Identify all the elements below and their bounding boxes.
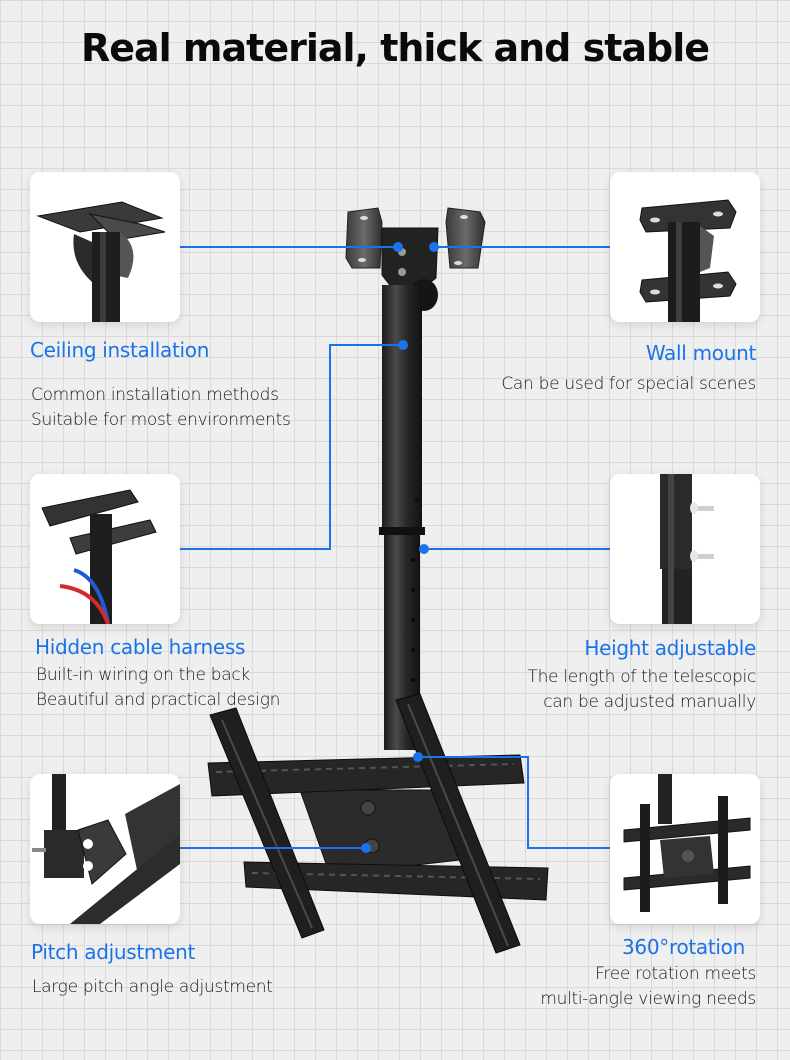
upper-pole [382,285,422,535]
feature-title-height: Height adjustable [584,636,756,660]
wall-bracket-photo [610,172,760,322]
tv-bracket [207,693,549,954]
callout-dot-wall [429,242,439,252]
feature-desc-pitch: Large pitch angle adjustment [32,975,273,1000]
callout-rotation [418,756,610,849]
callout-dot-pitch [361,843,371,853]
desc-line: Large pitch angle adjustment [32,977,273,997]
ceiling-bracket-photo [30,172,180,322]
feature-title-rotation: 360°rotation [621,935,745,959]
cable-harness-photo [30,474,180,624]
ceiling-plate-right [445,207,486,269]
desc-line: Built-in wiring on the back [36,665,250,685]
callout-lines [180,246,610,849]
callout-dots [361,242,439,853]
desc-line: Free rotation meets [595,964,756,984]
callout-cable [180,344,403,550]
desc-line: Suitable for most environments [31,410,291,430]
callout-dot-cable [398,340,408,350]
feature-desc-cable: Built-in wiring on the back Beautiful an… [36,663,280,713]
desc-line: Can be used for special scenes [501,374,756,394]
feature-desc-ceiling: Common installation methods Suitable for… [31,383,291,433]
feature-desc-rotation: Free rotation meets multi-angle viewing … [540,962,756,1012]
feature-title-ceiling: Ceiling installation [30,338,210,362]
callout-dot-rotation [413,752,423,762]
desc-line: Common installation methods [31,385,279,405]
feature-desc-height: The length of the telescopic can be adju… [528,665,757,715]
desc-line: multi-angle viewing needs [540,989,756,1009]
feature-title-cable: Hidden cable harness [35,635,246,659]
callout-dot-height [419,544,429,554]
telescopic-pole-photo [610,474,760,624]
feature-title-pitch: Pitch adjustment [31,940,195,964]
page-title: Real material, thick and stable [80,26,710,70]
feature-desc-wall: Can be used for special scenes [501,372,756,397]
desc-line: can be adjusted manually [543,692,756,712]
desc-line: The length of the telescopic [527,667,757,687]
ceiling-plate-left [345,207,383,269]
desc-line: Beautiful and practical design [36,690,281,710]
pitch-joint-photo [30,774,180,924]
callout-dot-ceiling [393,242,403,252]
feature-title-wall: Wall mount [645,341,756,365]
rotation-mount-photo [610,774,760,924]
